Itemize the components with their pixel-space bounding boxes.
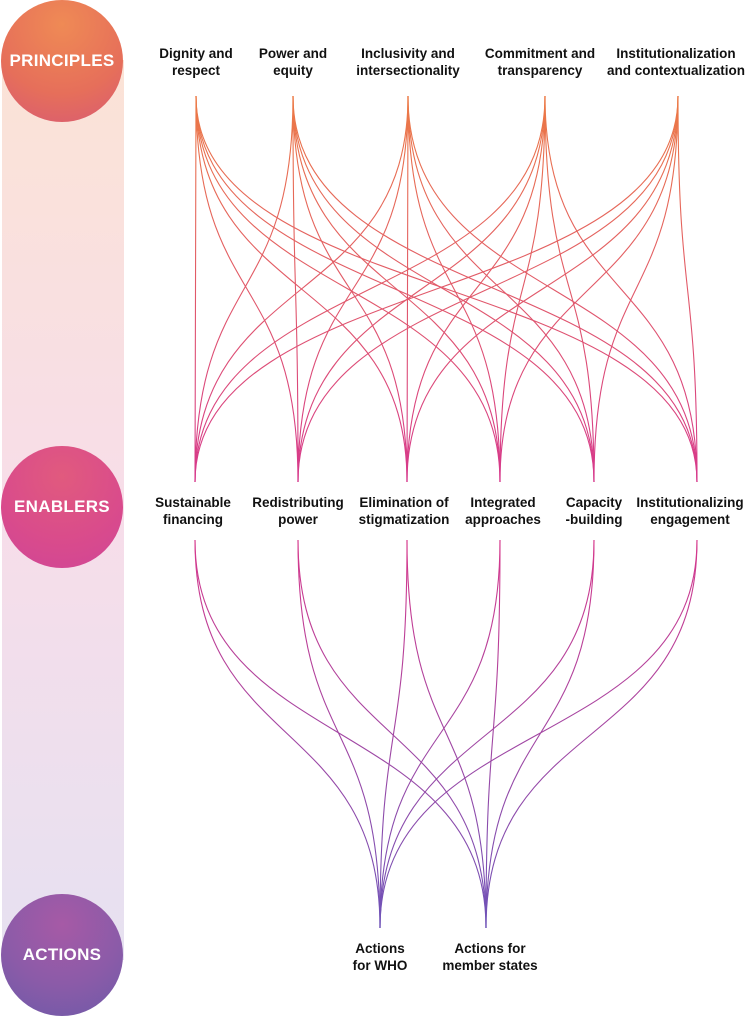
enabler-capacity-building: Capacity-building bbox=[565, 495, 623, 527]
link-principle-2-enabler-0 bbox=[194, 95, 409, 483]
link-principle-0-enabler-1 bbox=[195, 95, 299, 483]
link-enabler-0-action-0 bbox=[194, 539, 381, 929]
link-principle-4-enabler-2 bbox=[406, 95, 679, 483]
stage-principles-label: PRINCIPLES bbox=[9, 51, 115, 70]
link-principle-0-enabler-4 bbox=[195, 95, 595, 483]
link-principle-0-enabler-3 bbox=[195, 95, 501, 483]
link-principle-3-enabler-0 bbox=[194, 95, 546, 483]
link-enabler-3-action-1 bbox=[485, 539, 501, 929]
link-principle-1-enabler-4 bbox=[292, 95, 595, 483]
link-enabler-1-action-0 bbox=[297, 539, 381, 929]
link-principle-3-enabler-1 bbox=[297, 95, 546, 483]
link-principle-2-enabler-3 bbox=[407, 95, 501, 483]
link-enabler-5-action-0 bbox=[379, 539, 698, 929]
link-principle-2-enabler-4 bbox=[407, 95, 595, 483]
link-enabler-5-action-1 bbox=[485, 539, 698, 929]
link-principle-1-enabler-3 bbox=[292, 95, 501, 483]
link-principle-4-enabler-4 bbox=[593, 95, 679, 483]
link-principle-1-enabler-5 bbox=[292, 95, 698, 483]
stage-enablers-label: ENABLERS bbox=[14, 497, 110, 516]
link-enabler-1-action-1 bbox=[297, 539, 487, 929]
link-principle-0-enabler-0 bbox=[194, 95, 197, 483]
link-principle-4-enabler-5 bbox=[677, 95, 698, 483]
link-enabler-4-action-0 bbox=[379, 539, 595, 929]
link-principle-3-enabler-4 bbox=[544, 95, 595, 483]
stage-principles-circle: PRINCIPLES bbox=[1, 0, 123, 122]
link-principle-1-enabler-0 bbox=[194, 95, 294, 483]
link-enabler-0-action-1 bbox=[194, 539, 487, 929]
link-principle-2-enabler-5 bbox=[407, 95, 698, 483]
link-principle-3-enabler-3 bbox=[499, 95, 546, 483]
link-principle-1-enabler-2 bbox=[292, 95, 408, 483]
link-enabler-2-action-0 bbox=[379, 539, 408, 929]
stage-actions-label: ACTIONS bbox=[22, 945, 102, 964]
link-principle-0-enabler-5 bbox=[195, 95, 698, 483]
link-principle-1-enabler-1 bbox=[292, 95, 299, 483]
principle-to-enabler-links bbox=[194, 95, 698, 483]
link-principle-4-enabler-1 bbox=[297, 95, 679, 483]
stage-actions-circle: ACTIONS bbox=[1, 894, 123, 1016]
stage-enablers-circle: ENABLERS bbox=[1, 446, 123, 568]
link-principle-3-enabler-2 bbox=[406, 95, 546, 483]
link-principle-2-enabler-1 bbox=[297, 95, 409, 483]
link-principle-3-enabler-5 bbox=[544, 95, 698, 483]
link-principle-4-enabler-0 bbox=[194, 95, 679, 483]
link-principle-4-enabler-3 bbox=[499, 95, 679, 483]
enabler-to-action-links bbox=[194, 539, 698, 929]
link-enabler-4-action-1 bbox=[485, 539, 595, 929]
link-enabler-2-action-1 bbox=[406, 539, 487, 929]
link-principle-2-enabler-2 bbox=[406, 95, 409, 483]
link-enabler-3-action-0 bbox=[379, 539, 501, 929]
